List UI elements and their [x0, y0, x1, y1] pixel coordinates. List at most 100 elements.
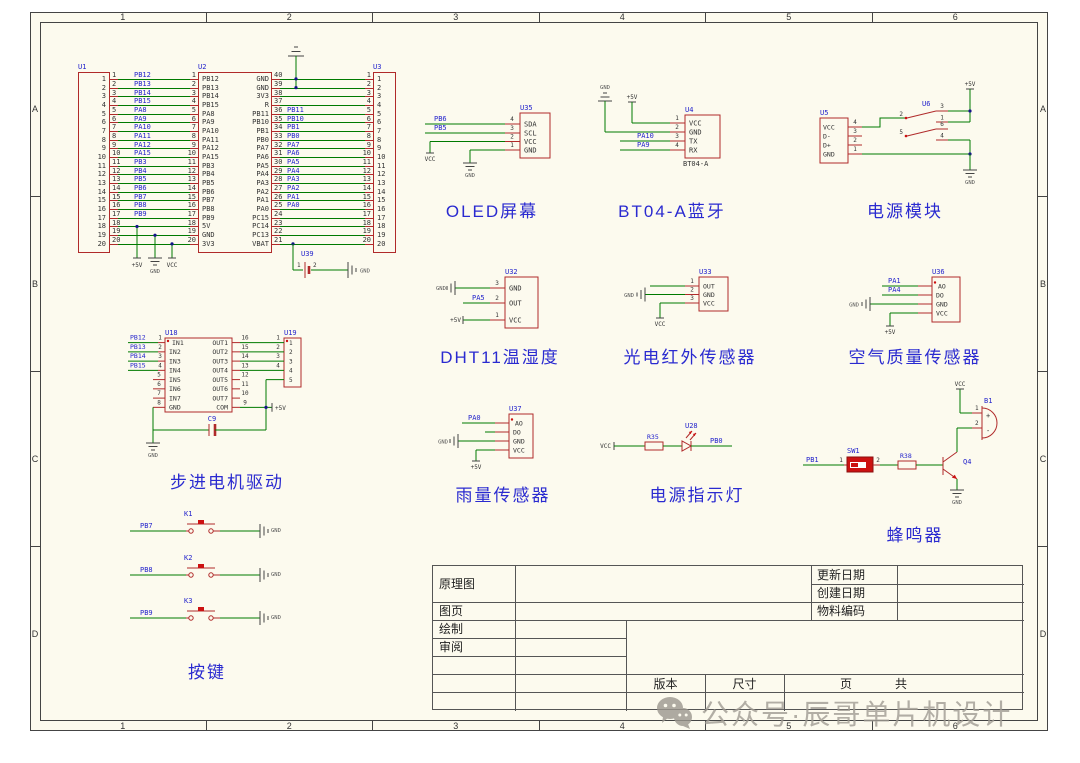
net-label: PA6 — [287, 149, 300, 158]
pin-number: 12 — [362, 166, 371, 175]
pin-number: 18 — [377, 222, 386, 231]
net-label: PB6 — [434, 115, 447, 123]
pin-number: 38 — [274, 88, 283, 97]
grid-line — [811, 566, 812, 620]
pin-number: 28 — [274, 175, 283, 184]
pin-number: 2 — [690, 287, 694, 294]
pin-name: GND — [256, 75, 269, 83]
wire-row: 33 PB0 8 — [272, 131, 373, 145]
u35-designator: U35 — [520, 104, 533, 112]
pin-number: 7 — [366, 123, 371, 132]
u3-connector-box — [373, 72, 396, 253]
wire-row: 4 PB15 4 — [110, 98, 198, 110]
wire-row: 15 PB7 15 — [110, 193, 198, 205]
key-row: K1 PB7 GND — [120, 505, 310, 549]
u6-designator: U6 — [922, 100, 930, 108]
dht11-caption: DHT11温湿度 — [440, 348, 560, 367]
pin-name: GND — [936, 301, 948, 309]
q4-designator: Q4 — [963, 458, 971, 466]
net-label: PA12 — [134, 140, 151, 149]
keys-caption: 按键 — [188, 663, 226, 682]
oled-caption: OLED屏幕 — [445, 202, 539, 221]
wire — [272, 78, 373, 80]
pin-number: 2 — [876, 457, 880, 464]
wire — [272, 87, 373, 89]
u18-pin-names: IN1 IN2 IN3 IN4 IN5 IN6 IN7 GND OUT1 OUT… — [169, 339, 228, 412]
pin-number: 26 — [274, 192, 283, 201]
pin-number: 3 — [101, 92, 106, 101]
wire — [110, 200, 198, 202]
net-label: PB9 — [140, 609, 153, 617]
pin-name: GND — [513, 438, 525, 446]
wire-row: 35 PB10 6 — [272, 115, 373, 127]
wire-row: 14 PB6 14 — [110, 183, 198, 197]
create-date-label: 创建日期 — [817, 586, 866, 600]
frame-column-label: 4 — [540, 721, 706, 731]
pin-number: 2 — [510, 134, 514, 141]
pin-name: GND — [689, 129, 702, 137]
pin-name: AO — [515, 420, 523, 428]
wire — [272, 96, 373, 98]
c9-designator: C9 — [208, 415, 216, 423]
pin-name: PB15 — [202, 101, 219, 110]
pin-number: 7 — [101, 127, 106, 136]
pin-name: OUT5 — [212, 376, 228, 384]
pin-name: PC15 — [252, 213, 269, 222]
gnd-label: GND — [465, 173, 475, 179]
pin-number: 6 — [112, 114, 117, 123]
watermark: 公众号·辰哥单片机设计 — [655, 693, 1012, 733]
bt04-module-graphic: GND +5V U4 1 2 3 4 PA10 PA9 VCC GND TX R… — [598, 85, 721, 168]
gnd-label: GND — [271, 528, 281, 534]
pin-name: OUT3 — [212, 357, 228, 365]
rain-module-graphic: U37 PA0 GND +5V AO DO GND VCC — [438, 405, 534, 471]
pin-number: 13 — [187, 175, 196, 184]
vcc-label: VCC — [425, 156, 436, 163]
pin-number: 6 — [377, 118, 382, 127]
frame-column-label: 2 — [207, 12, 373, 22]
wire-row: 17 PB9 17 — [110, 209, 198, 223]
pin-name: PB1 — [256, 127, 269, 136]
grid-line — [433, 638, 626, 639]
pin-number: 16 — [377, 205, 386, 214]
u19-pins: 1 2 3 4 1 2 3 4 5 — [276, 335, 293, 384]
b1-designator: B1 — [984, 397, 992, 405]
version-label: 版本 — [653, 677, 678, 691]
net-label: PA4 — [287, 166, 300, 175]
pin-name: VCC — [513, 447, 525, 455]
pin-number: 2 — [377, 83, 382, 92]
plus5v-label: +5V — [885, 329, 896, 336]
pin-name: VCC — [689, 120, 702, 128]
pin-number: 5 — [899, 129, 903, 136]
pin-number: 4 — [940, 133, 944, 140]
grid-line — [811, 584, 1024, 585]
net-label: PB5 — [434, 124, 447, 132]
pin-number: 3 — [276, 353, 280, 360]
pin-name: IN6 — [169, 385, 181, 393]
pin-name: PB11 — [252, 109, 269, 118]
pin-number: 17 — [187, 209, 196, 218]
backup-battery: U39 1 2 GND — [291, 242, 370, 278]
pin-number: 11 — [241, 381, 249, 388]
frame-column-label: 2 — [207, 721, 373, 731]
pin-number: 5 — [157, 372, 161, 379]
pin-name: PB0 — [256, 135, 269, 144]
frame-column-label: 6 — [952, 12, 958, 22]
power-module-graphic: U5 VCC D- D+ GND 4 3 2 1 U6 2 3 1 5 6 4 … — [819, 81, 977, 186]
pin-number: 33 — [274, 131, 283, 140]
wire — [110, 122, 198, 124]
grid-line — [626, 620, 627, 711]
pin-name: PB7 — [202, 196, 215, 205]
plus5v-label: +5V — [275, 405, 286, 412]
pin-number: 1 — [377, 75, 382, 83]
pin-number: 2 — [276, 344, 280, 351]
pin-name: COM — [216, 404, 228, 412]
grid-line — [433, 656, 626, 657]
pin-name: PB10 — [252, 118, 269, 127]
wire — [272, 226, 373, 228]
pin-number: 32 — [274, 140, 283, 149]
pin-number: 2 — [101, 83, 106, 92]
rain-caption: 雨量传感器 — [455, 486, 551, 505]
pin-number: 14 — [187, 183, 196, 192]
